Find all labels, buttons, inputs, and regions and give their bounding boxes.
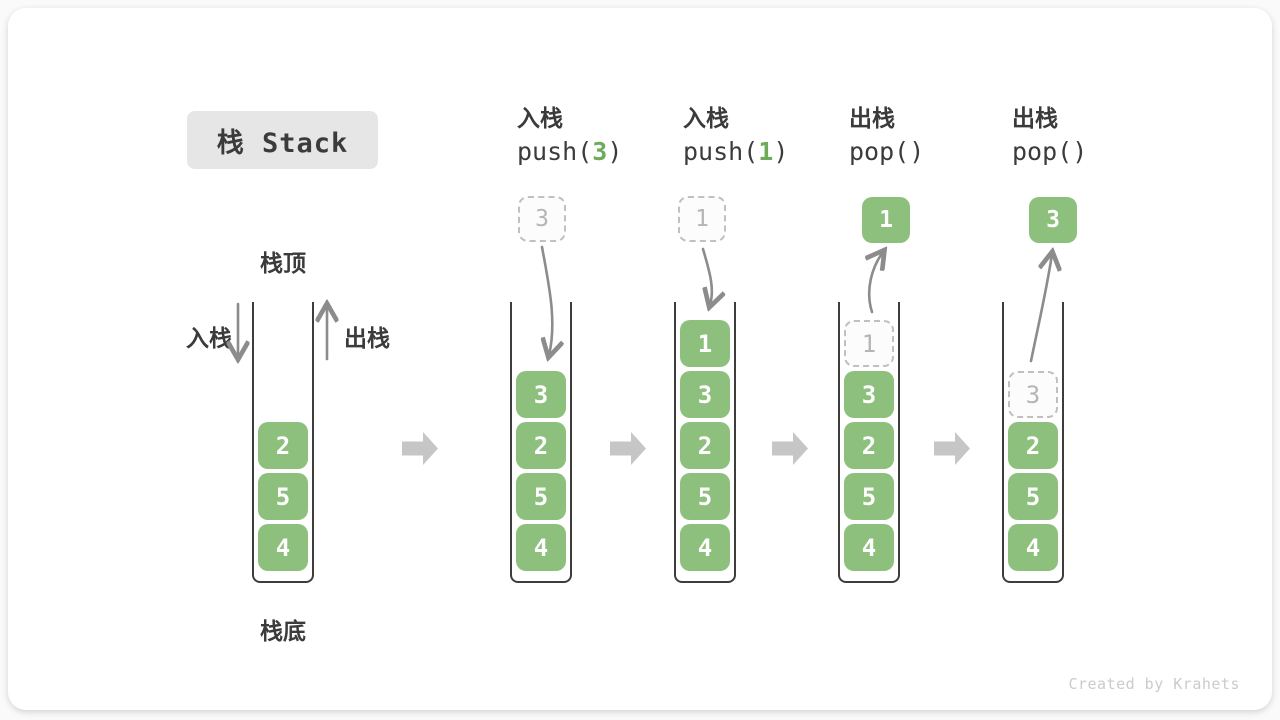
stack-block: 2 <box>516 422 566 469</box>
transition-arrow-icon <box>772 431 809 466</box>
stack-block: 5 <box>1008 473 1058 520</box>
popped-value-box: 1 <box>862 197 910 243</box>
stack-block: 4 <box>844 524 894 571</box>
stack-block: 2 <box>1008 422 1058 469</box>
operation-label: 出栈 pop() <box>1012 103 1172 171</box>
operation-label: 出栈 pop() <box>849 103 1009 171</box>
watermark: Created by Krahets <box>1068 675 1240 693</box>
stack-block: 4 <box>258 524 308 571</box>
pop-side-label: 出栈 <box>344 325 390 351</box>
popped-value-box: 3 <box>1029 197 1077 243</box>
stack-bottom-label: 栈底 <box>260 618 306 644</box>
operation-code-label: push(1) <box>683 137 789 166</box>
operation-code-label: pop() <box>1012 137 1088 166</box>
stack-block: 5 <box>516 473 566 520</box>
operation-code-label: push(3) <box>517 137 623 166</box>
stack-block: 2 <box>258 422 308 469</box>
stack-container <box>1002 302 1064 583</box>
value-move-arrow <box>701 247 712 305</box>
transition-arrow-icon <box>610 431 647 466</box>
operation-label: 入栈 push(1) <box>683 103 843 171</box>
pushed-value-box: 3 <box>518 196 566 242</box>
stack-container <box>674 302 736 583</box>
stack-block: 2 <box>680 422 730 469</box>
stack-block: 5 <box>258 473 308 520</box>
stack-ghost-slot: 3 <box>1008 371 1058 418</box>
transition-arrow-icon <box>934 431 971 466</box>
stack-block: 2 <box>844 422 894 469</box>
stack-block: 3 <box>844 371 894 418</box>
stack-block: 3 <box>680 371 730 418</box>
operation-label: 入栈 push(3) <box>517 103 677 171</box>
stack-ghost-slot: 1 <box>844 320 894 367</box>
push-side-label: 入栈 <box>186 325 232 351</box>
title-text: 栈 Stack <box>216 127 349 159</box>
stack-container <box>510 302 572 583</box>
transition-arrow-icon <box>402 431 439 466</box>
stack-block: 1 <box>680 320 730 367</box>
operation-arg: 3 <box>592 137 608 166</box>
title-box: 栈 Stack <box>187 111 378 169</box>
stack-block: 4 <box>516 524 566 571</box>
operation-arg: 1 <box>758 137 774 166</box>
stack-block: 3 <box>516 371 566 418</box>
stack-container <box>252 302 314 583</box>
stack-block: 4 <box>680 524 730 571</box>
operation-name-label: 出栈 <box>1012 105 1058 131</box>
operation-code-label: pop() <box>849 137 925 166</box>
operation-name-label: 入栈 <box>683 105 729 131</box>
operation-name-label: 出栈 <box>849 105 895 131</box>
stack-top-label: 栈顶 <box>260 250 306 276</box>
operation-name-label: 入栈 <box>517 105 563 131</box>
stack-container <box>838 302 900 583</box>
stack-block: 4 <box>1008 524 1058 571</box>
stack-block: 5 <box>680 473 730 520</box>
pushed-value-box: 1 <box>678 196 726 242</box>
stack-block: 5 <box>844 473 894 520</box>
